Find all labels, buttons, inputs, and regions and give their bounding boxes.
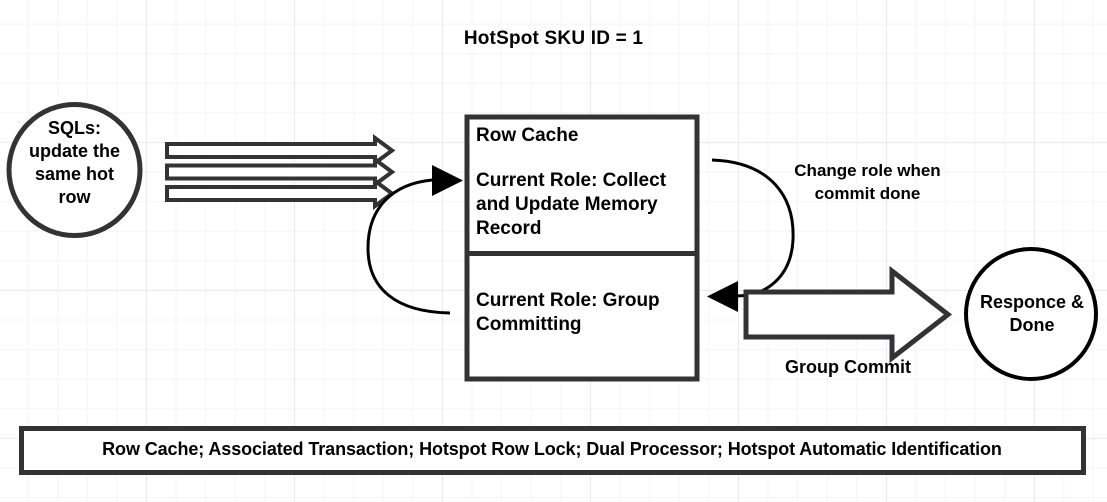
inbound-arrow-2	[165, 155, 396, 189]
group-commit-block-arrow	[743, 265, 953, 364]
inbound-arrow-3	[165, 177, 396, 210]
role-feedback-curved-arrow	[366, 165, 463, 315]
footer-banner-label: Row Cache; Associated Transaction; Hotsp…	[102, 439, 1002, 459]
group-commit-arrow-label: Group Commit	[785, 357, 911, 377]
inbound-arrow-1	[165, 134, 396, 167]
row-cache-top-role-label: Current Role: Collect and Update Memory …	[476, 170, 667, 240]
row-cache-box-outer	[464, 114, 700, 382]
change-role-curved-arrow	[707, 158, 795, 312]
responce-done-circle	[964, 247, 1098, 381]
sqls-source-label: SQLs: update the same hot row	[28, 118, 120, 208]
change-role-arrow-label: Change role when commit done	[794, 161, 941, 203]
page-title: HotSpot SKU ID = 1	[463, 28, 644, 49]
row-cache-bottom-role-label: Current Role: Group Committing	[476, 290, 660, 336]
responce-done-label: Responce & Done	[979, 292, 1085, 335]
sqls-source-circle	[6, 102, 143, 238]
footer-banner-box	[19, 426, 1086, 475]
row-cache-heading: Row Cache	[476, 125, 579, 146]
